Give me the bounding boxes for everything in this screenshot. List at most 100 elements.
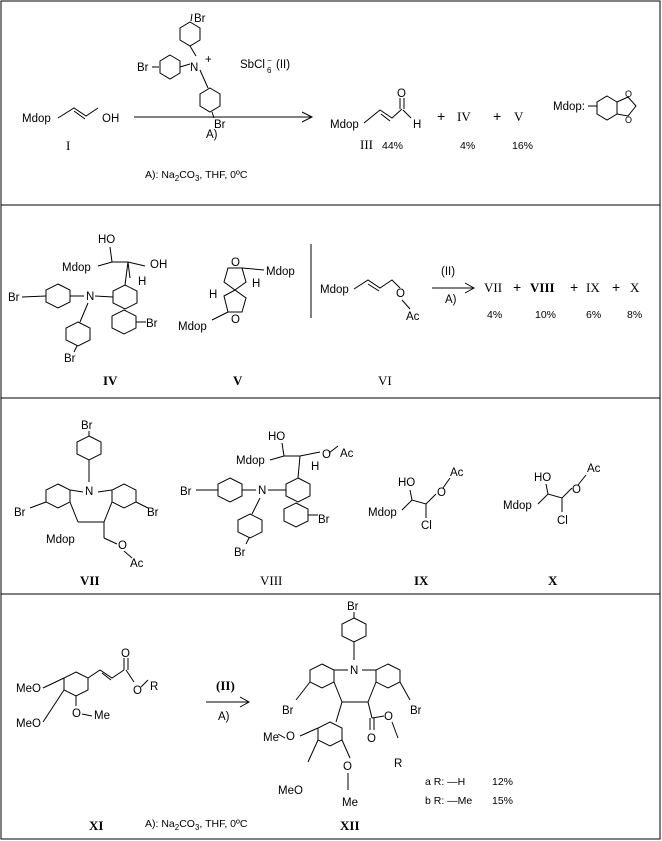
viii-mdop: Mdop [236, 455, 265, 467]
xi-meo-1: MeO [16, 683, 41, 695]
v-h2: H [252, 278, 260, 290]
vii-br-right: Br [147, 507, 159, 519]
vii-br-left: Br [14, 507, 26, 519]
catalyst-br-top: Br [194, 13, 206, 25]
mdop-def-label: Mdop: [553, 101, 585, 113]
product-iii-structure: Mdop O H III 44% [330, 88, 421, 152]
xii-o-ester: O [384, 711, 393, 723]
catalyst-charge: + [205, 54, 212, 66]
plus-3: + [513, 279, 521, 295]
xii-br-top: Br [347, 601, 359, 613]
ix-cl: Cl [421, 520, 432, 532]
mdop-def-o1: O [625, 89, 632, 99]
compound-iv-structure: HO OH Mdop H Br N Br Br IV [8, 234, 167, 388]
x-ac: Ac [587, 463, 601, 475]
product-iii-label: III [360, 137, 373, 152]
xii-meo-1-o: O [286, 731, 295, 743]
variant-b: b R: —Me [425, 795, 472, 807]
viii-n: N [258, 485, 266, 497]
x-o: O [572, 484, 581, 496]
variant-b-yield: 15% [492, 795, 513, 807]
arrow-4-catalyst: (II) [216, 678, 235, 693]
xii-label: XII [340, 818, 360, 833]
xii-br-left: Br [282, 705, 294, 717]
catalyst-counterion: SbCl [240, 59, 265, 71]
xi-ome-o: O [72, 708, 81, 720]
iv-label: IV [103, 373, 118, 388]
panel-1-scheme: Br Br N + Br SbCl 6 − (II) Mdop OH I A) … [22, 13, 637, 183]
ix-ho: HO [398, 477, 415, 489]
plus-2: + [493, 108, 501, 124]
vi-o: O [396, 288, 405, 300]
ix-o: O [437, 487, 446, 499]
conditions-panel-4: A): Na2CO3, THF, 0ºC [145, 818, 248, 832]
panel-3-structures: Br N Br Br Mdop O Ac VII HO [14, 420, 601, 588]
iv-mdop: Mdop [62, 262, 91, 274]
reactant-i-oh: OH [102, 113, 119, 125]
mdop-def-o2: O [625, 115, 632, 125]
xi-label: XI [89, 818, 103, 833]
catalyst-label: (II) [276, 59, 290, 71]
xi-o-ester: O [133, 685, 142, 697]
arrow-4-condition: A) [218, 711, 230, 723]
conditions-panel-1: A): Na2CO3, THF, 0ºC [145, 169, 248, 183]
ix-mdop: Mdop [368, 507, 397, 519]
reactant-i-label: I [66, 138, 70, 153]
xii-ome-me: Me [342, 797, 358, 809]
xii-meo-1-me: Me [263, 732, 279, 744]
variant-a: a R: —H [425, 776, 465, 788]
viii-label: VIII [260, 573, 282, 588]
catalyst-br-left: Br [137, 62, 149, 74]
compound-vii-structure: Br N Br Br Mdop O Ac VII [14, 420, 159, 588]
iv-br-right: Br [146, 318, 158, 330]
iv-h: H [138, 276, 146, 288]
plus-1: + [437, 108, 445, 124]
x-label: X [548, 573, 558, 588]
yield-iv: 4% [460, 140, 475, 152]
v-h1: H [209, 289, 217, 301]
yield-iii: 44% [382, 140, 403, 152]
viii-h: H [311, 461, 319, 473]
reaction-arrow-2[interactable]: (II) A) [432, 266, 476, 306]
mdop-definition: Mdop: O O [553, 89, 637, 125]
xii-o-carbonyl: O [367, 733, 376, 745]
plus-4: + [570, 279, 578, 295]
v-mdop-right: Mdop [266, 266, 295, 278]
plus-5: + [612, 279, 620, 295]
x-cl: Cl [557, 515, 568, 527]
v-mdop-left: Mdop [178, 321, 207, 333]
vii-br-top: Br [81, 420, 93, 432]
vii-mdop: Mdop [46, 534, 75, 546]
compound-vi-structure: Mdop O Ac VI [320, 279, 420, 388]
catalyst-counterion-sub: 6 [267, 66, 272, 75]
reactant-i-mdop: Mdop [22, 113, 51, 125]
arrow-2-catalyst: (II) [441, 266, 455, 278]
catalyst-ii-structure: Br Br N + Br SbCl 6 − (II) [137, 13, 290, 131]
yield-vii: 4% [487, 309, 502, 321]
product-vii-ref: VII [484, 280, 502, 295]
reactant-i-structure: Mdop OH I [22, 107, 119, 153]
iv-br-bottom: Br [64, 353, 76, 365]
catalyst-br-bottom: Br [214, 119, 226, 131]
x-ho: HO [534, 472, 551, 484]
yield-x: 8% [627, 309, 642, 321]
yield-viii: 10% [535, 309, 556, 321]
vii-ac: Ac [130, 558, 144, 570]
x-mdop: Mdop [503, 500, 532, 512]
reaction-arrow-1[interactable]: A) [134, 111, 314, 141]
xi-r: R [150, 681, 158, 693]
compound-xi-structure: MeO MeO O Me O O R XI [16, 648, 158, 833]
viii-ho: HO [268, 431, 285, 443]
reaction-arrow-4[interactable]: (II) A) [206, 678, 251, 723]
catalyst-counterion-sup: − [267, 56, 272, 65]
xi-o-carbonyl: O [121, 648, 130, 660]
compound-ix-structure: HO O Ac Mdop Cl IX [368, 467, 464, 588]
xii-r: R [394, 758, 402, 770]
variant-a-yield: 12% [492, 776, 513, 788]
v-o-top: O [231, 257, 240, 269]
compound-x-structure: HO O Ac Mdop Cl X [503, 463, 601, 588]
viii-br-left: Br [180, 486, 192, 498]
arrow-1-condition: A) [206, 129, 218, 141]
panel-2-scheme: HO OH Mdop H Br N Br Br IV [8, 234, 642, 388]
